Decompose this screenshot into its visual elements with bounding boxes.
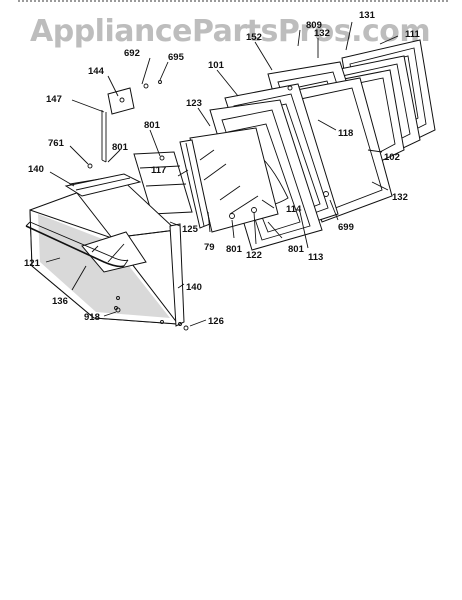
panel-strip-79 xyxy=(133,151,193,215)
callout-136: 136 xyxy=(52,296,68,307)
callout-122: 122 xyxy=(246,250,262,261)
callout-102: 102 xyxy=(384,152,400,163)
callout-131: 131 xyxy=(359,10,376,21)
callout-labels: 131 111 809 152 132 692 695 101 144 123 … xyxy=(24,10,421,327)
callout-695: 695 xyxy=(168,52,185,63)
callout-918: 918 xyxy=(84,312,100,323)
callout-152: 152 xyxy=(246,32,262,43)
callout-809: 809 xyxy=(306,20,322,31)
spacer-117 xyxy=(179,139,211,229)
callout-801-c: 801 xyxy=(226,244,243,255)
callout-140-bottom: 140 xyxy=(186,282,202,293)
leader-lines xyxy=(45,21,399,327)
callout-121: 121 xyxy=(24,258,41,269)
callout-801-b: 801 xyxy=(112,142,129,153)
callout-113: 113 xyxy=(308,252,323,263)
outer-door-140 xyxy=(25,173,185,327)
callout-125: 125 xyxy=(182,224,199,235)
callout-144: 144 xyxy=(88,66,105,77)
callout-118: 118 xyxy=(338,128,353,139)
screws xyxy=(87,85,329,331)
callout-801-d: 801 xyxy=(288,244,305,255)
callout-147: 147 xyxy=(46,94,62,105)
callout-761: 761 xyxy=(48,138,65,149)
header-strip xyxy=(18,0,448,6)
callout-79: 79 xyxy=(204,242,215,253)
callout-692: 692 xyxy=(124,48,140,59)
callout-140-top: 140 xyxy=(28,164,44,175)
callout-801-a: 801 xyxy=(144,120,161,131)
callout-111: 111 xyxy=(405,29,421,40)
callout-132: 132 xyxy=(392,192,408,203)
callout-132-top: 132 xyxy=(314,28,330,39)
callout-114: 114 xyxy=(286,204,302,215)
callout-126: 126 xyxy=(208,316,224,327)
callout-699: 699 xyxy=(338,222,354,233)
callout-101: 101 xyxy=(208,60,225,71)
callout-123: 123 xyxy=(186,98,202,109)
hinge-assembly xyxy=(101,80,162,163)
callout-117: 117 xyxy=(151,165,166,176)
watermark-text: AppliancePartsPros.com xyxy=(30,14,431,49)
